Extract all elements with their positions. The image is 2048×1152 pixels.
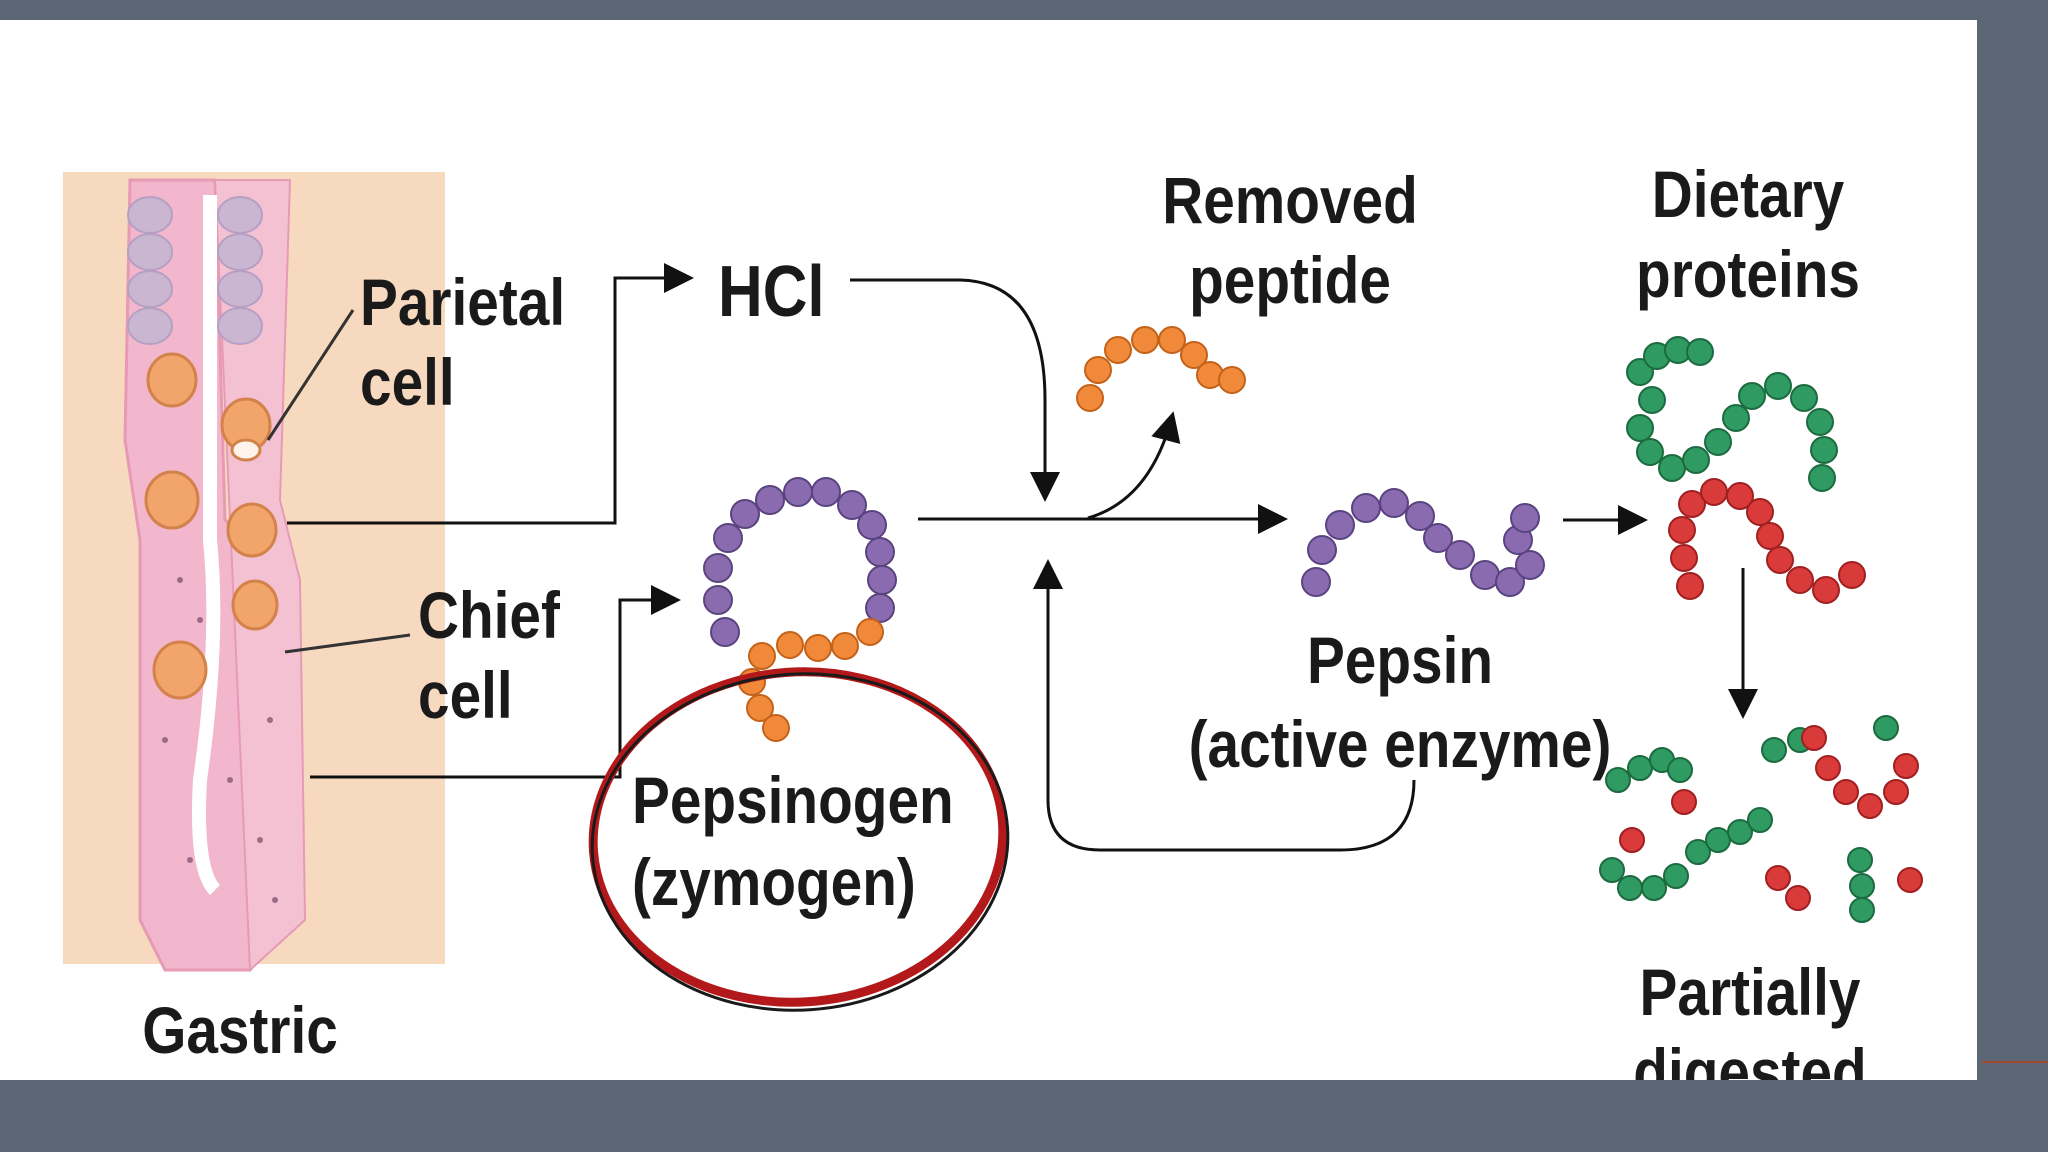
- dietary-protein-green: [1626, 336, 1838, 492]
- parietal-to-hcl-arrow: [287, 263, 694, 525]
- dietary-protein-red: [1668, 478, 1866, 604]
- gland-lumen: [192, 195, 221, 895]
- hcl-to-activation-arrow: [850, 278, 1060, 502]
- pepsinogen-molecule: [703, 477, 897, 742]
- zymogen-label: (zymogen): [632, 845, 916, 919]
- parietal-cell-label: Parietal cell: [360, 265, 566, 419]
- removed-peptide-arrow: [1087, 411, 1181, 520]
- removed-peptide-molecule: [1076, 326, 1246, 412]
- pepsin-label: Pepsin: [1306, 623, 1494, 697]
- chief-cell-label: Chief cell: [418, 578, 560, 732]
- dietary-proteins-label: Dietary proteins: [1636, 157, 1860, 311]
- chief-to-pepsinogen-arrow: [310, 585, 681, 779]
- pepsinogen-label: Pepsinogen: [632, 763, 954, 837]
- active-enzyme-label: (active enzyme): [1188, 707, 1612, 781]
- gland-dots: [162, 577, 278, 903]
- removed-peptide-label: Removed peptide: [1162, 163, 1418, 317]
- slide-bottom-bar: [0, 1080, 2048, 1152]
- gastric-gland-label: Gastric gland: [142, 993, 338, 1080]
- pepsinogen-purple-chain: [703, 477, 897, 647]
- digested-fragments-red: [1619, 725, 1923, 911]
- parietal-leader-line: [266, 309, 355, 441]
- corner-accent-line: [1982, 1061, 2048, 1063]
- partially-digested-label: Partially digested: [1633, 955, 1867, 1080]
- pepsin-molecule: [1301, 488, 1545, 597]
- slide: Parietal cell HCl Chief cell Pepsinogen …: [0, 20, 1977, 1080]
- gland-wall-right: [213, 179, 307, 973]
- gastric-gland-illustration: [63, 172, 445, 973]
- diagram-graphics: [63, 172, 1923, 1012]
- parietal-cells: [144, 352, 279, 700]
- chief-leader-line: [284, 633, 411, 654]
- autocatalysis-arrow: [1033, 559, 1416, 852]
- pepsinogen-highlight-ring-shadow: [590, 672, 1010, 1012]
- hcl-label: HCl: [718, 252, 825, 332]
- chief-cells: [127, 196, 263, 345]
